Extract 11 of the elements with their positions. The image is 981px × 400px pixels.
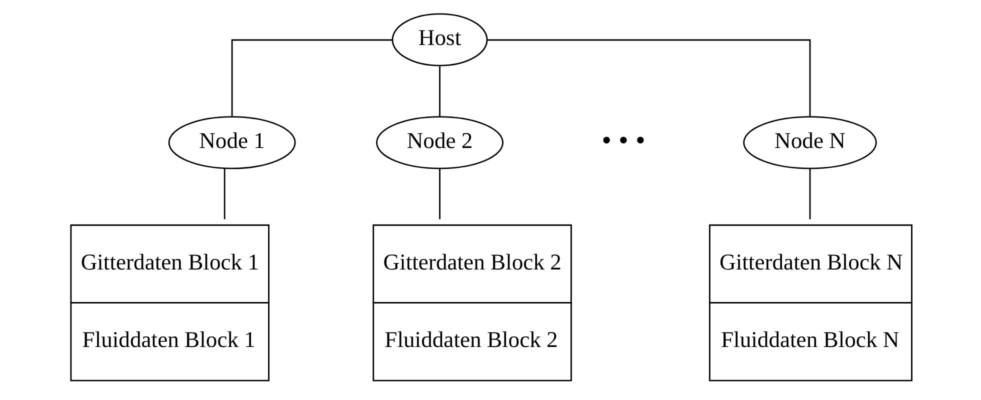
connector: [486, 39, 810, 116]
connector: [808, 168, 810, 220]
connector: [438, 168, 440, 220]
connector: [438, 66, 440, 117]
connector: [230, 39, 392, 116]
node-ellipse: Node 2: [376, 116, 503, 170]
node-ellipse: Node N: [742, 116, 876, 170]
connector: [223, 168, 225, 220]
node-ellipse: Host: [391, 13, 488, 66]
label: • • •: [601, 126, 645, 157]
node-ellipse: Node 1: [168, 116, 296, 170]
